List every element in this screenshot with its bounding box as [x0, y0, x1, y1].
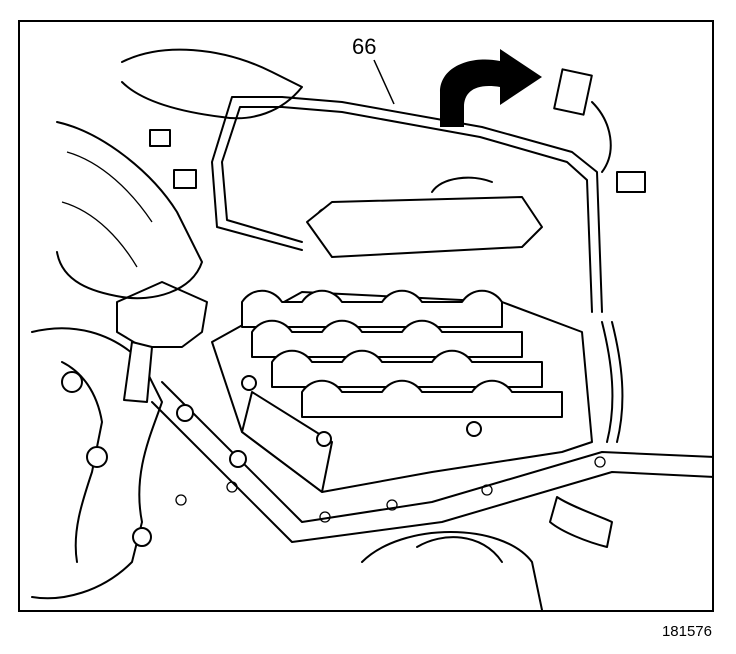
hand-upper	[121, 48, 303, 120]
hand-lower	[56, 121, 203, 300]
wiring-harness-frame	[281, 96, 603, 313]
callout-66: 66	[352, 34, 377, 59]
spool-valves	[241, 289, 563, 418]
connector-left	[173, 169, 197, 189]
curved-rotation-arrow-icon	[440, 49, 542, 127]
connector-left-upper	[149, 129, 171, 147]
callout-leader-line	[373, 59, 395, 105]
case-flange	[161, 381, 712, 523]
illustration-frame	[18, 20, 714, 612]
figure-number: 181576	[661, 623, 712, 640]
transmission-case	[31, 327, 163, 600]
valve-body-line-drawing	[31, 48, 712, 610]
connector-top-right	[553, 68, 593, 116]
filter-neck	[116, 281, 208, 348]
upper-cover	[306, 196, 543, 258]
connector-right	[616, 171, 646, 193]
